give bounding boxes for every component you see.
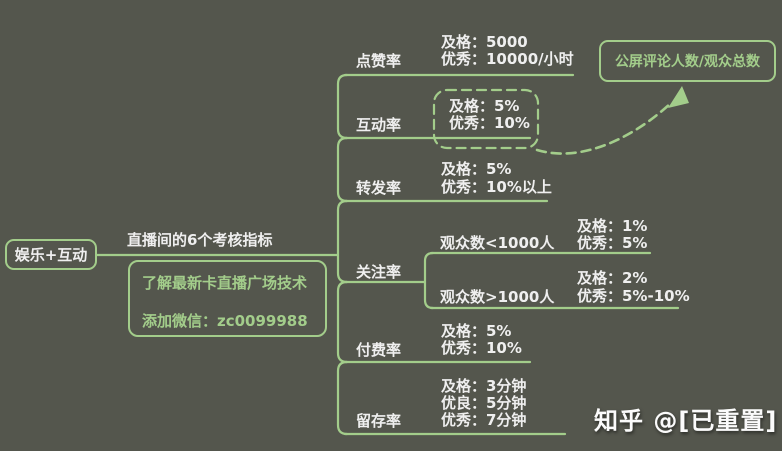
branch-interaction-rate[interactable]: 互动率 [356,116,402,134]
arrowhead-icon [668,86,689,108]
branch-edge-label: 直播间的6个考核指标 [127,231,273,249]
callout-box[interactable]: 公屏评论人数/观众总数 [599,40,776,82]
branch-retention-rate[interactable]: 留存率 [356,412,402,430]
promo-note-line-1: 了解最新卡直播广场技术 [142,274,308,292]
promo-note-line-2: 添加微信：zc0099988 [142,312,308,330]
pay-rate-values: 及格：5% 优秀：10% [441,322,522,357]
follow-sub-under-1000-values: 及格：1% 优秀：5% [577,217,648,252]
dashed-values-box[interactable] [432,88,540,150]
branch-like-rate[interactable]: 点赞率 [356,52,402,70]
follow-sub-over-1000[interactable]: 观众数>1000人 [440,288,555,306]
follow-sub-over-1000-values: 及格：2% 优秀：5%-10% [577,269,690,305]
follow-sub-under-1000[interactable]: 观众数<1000人 [440,234,555,252]
zhihu-watermark: 知乎 @[已重置] [594,407,778,435]
interaction-rate-values: 及格：5% 优秀：10% [449,97,530,132]
branch-follow-rate[interactable]: 关注率 [356,263,402,281]
dashed-arrow [535,100,674,155]
branch-pay-rate[interactable]: 付费率 [356,341,402,359]
root-node[interactable]: 娱乐+互动 [5,239,97,270]
retention-rate-values: 及格：3分钟 优良：5分钟 优秀：7分钟 [441,377,527,429]
branch-share-rate[interactable]: 转发率 [356,179,402,197]
callout-label: 公屏评论人数/观众总数 [614,54,761,70]
promo-note[interactable]: 了解最新卡直播广场技术 添加微信：zc0099988 [128,260,327,337]
like-rate-values: 及格：5000 优秀：10000/小时 [441,33,574,68]
share-rate-values: 及格：5% 优秀：10%以上 [441,160,552,196]
root-node-label: 娱乐+互动 [14,246,88,264]
